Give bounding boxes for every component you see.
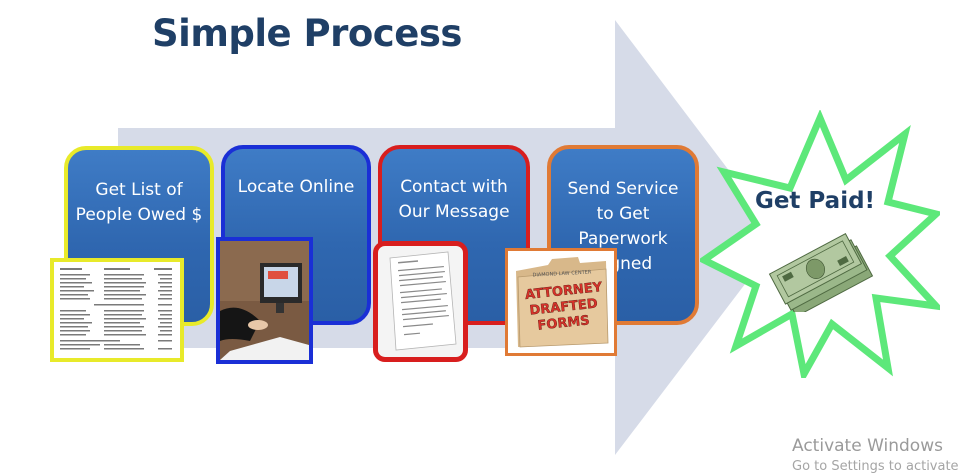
computer-user-photo — [216, 237, 313, 364]
step-send-service: Send Service to Get Paperwork Signed — [547, 145, 699, 325]
activate-windows-watermark: Activate Windows — [792, 436, 943, 456]
attorney-forms-folder-image: DIAMOND LAW CENTER ATTORNEY DRAFTED FORM… — [505, 248, 617, 356]
letter-document-image — [373, 241, 468, 362]
page-title: Simple Process — [152, 12, 462, 55]
folder-line-3: FORMS — [537, 313, 591, 333]
step-label: Send Service to Get Paperwork Signed — [567, 179, 679, 274]
activate-windows-subtitle: Go to Settings to activate — [792, 459, 959, 474]
folder-brand: DIAMOND LAW CENTER — [532, 269, 592, 278]
cash-stack-icon — [768, 233, 874, 312]
step-label: Contact with Our Message — [398, 177, 510, 222]
get-paid-starburst — [700, 110, 940, 378]
owed-list-document-image — [50, 258, 184, 362]
step-label: Get List of People Owed $ — [75, 180, 203, 225]
step-label: Locate Online — [237, 177, 355, 197]
folder-line-2: DRAFTED — [529, 296, 599, 318]
get-paid-label: Get Paid! — [754, 188, 876, 214]
